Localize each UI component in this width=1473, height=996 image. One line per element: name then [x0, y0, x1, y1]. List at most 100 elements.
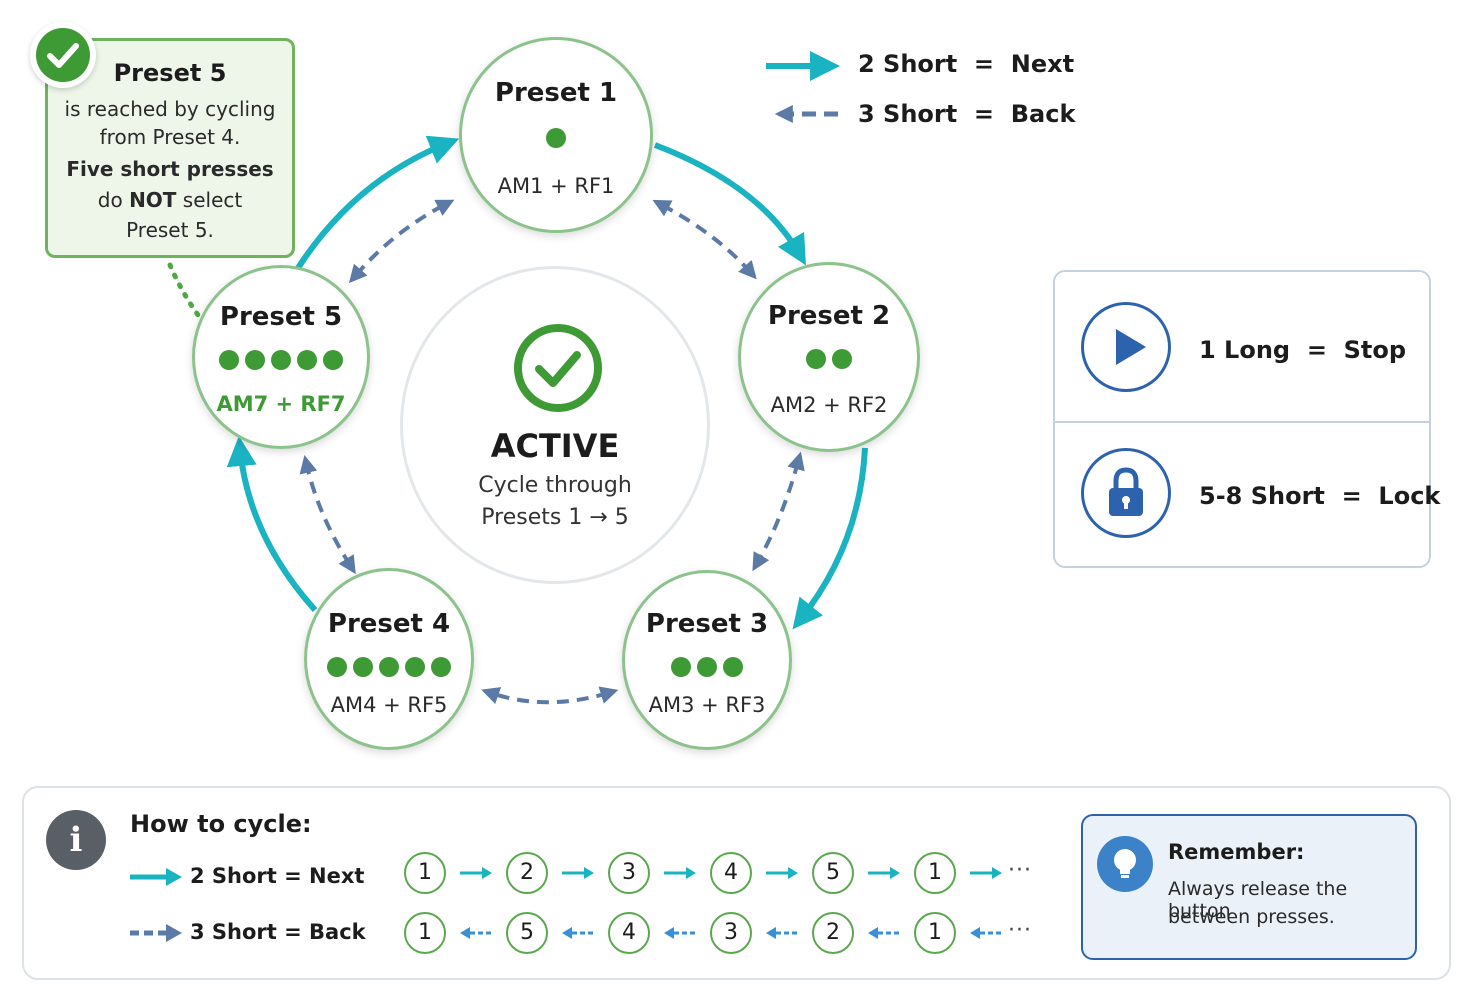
preset-dot [245, 350, 265, 370]
preset-dot [353, 657, 373, 677]
how-back-arrow [130, 924, 182, 942]
preset-dot [431, 657, 451, 677]
remember-title: Remember: [1168, 840, 1305, 864]
sequence-step: 5 [812, 852, 854, 894]
active-center: ACTIVE Cycle through Presets 1 → 5 [400, 266, 710, 584]
active-check-icon [514, 324, 602, 412]
preset-dot [405, 657, 425, 677]
preset-2-title: Preset 2 [767, 301, 891, 331]
preset-2-dots [741, 349, 917, 369]
remember-box: Remember: Always release the button betw… [1081, 814, 1417, 960]
info-icon: i [46, 810, 106, 870]
sequence-step: 3 [710, 912, 752, 954]
preset-dot [297, 350, 317, 370]
preset-dot [379, 657, 399, 677]
back-arrow-4-5 [299, 454, 356, 575]
preset-4-title: Preset 4 [327, 609, 451, 639]
next-arrow-1-2 [653, 142, 806, 266]
active-line-2: Presets 1 → 5 [481, 505, 629, 530]
preset-dot [323, 350, 343, 370]
controls-divider [1055, 421, 1429, 423]
back-arrow-3-4 [481, 686, 619, 705]
how-next-label: 2 Short = Next [190, 864, 365, 888]
next-arrow-5-1 [295, 135, 460, 270]
how-to-cycle-panel: i How to cycle: 2 Short = Next 3 Short =… [22, 786, 1451, 980]
preset-node-1[interactable]: Preset 1 AM1 + RF1 [459, 37, 653, 233]
preset-dot [271, 350, 291, 370]
callout-title: Preset 5 [113, 59, 227, 87]
preset-dot [671, 657, 691, 677]
preset-1-combo: AM1 + RF1 [497, 174, 615, 198]
callout-line-1: is reached by cycling [64, 97, 276, 121]
preset-node-3[interactable]: Preset 3 AM3 + RF3 [622, 570, 792, 750]
callout-line-4-post: select [176, 188, 243, 212]
remember-line-1: Always release the button [1168, 878, 1348, 922]
preset-5-dots [195, 350, 367, 370]
sequence-step: 1 [404, 852, 446, 894]
sequence-step: 2 [506, 852, 548, 894]
sequence-step: 4 [710, 852, 752, 894]
callout-line-5: Preset 5. [126, 218, 214, 242]
sequence-step: 1 [914, 852, 956, 894]
sequence-back-arrow [562, 927, 594, 939]
preset-node-4[interactable]: Preset 4 AM4 + RF5 [304, 568, 474, 750]
preset-3-dots [625, 657, 789, 677]
preset-5-combo: AM7 + RF7 [216, 392, 346, 416]
lightbulb-icon [1097, 836, 1153, 892]
sequence-back-arrow [460, 927, 492, 939]
legend-back-label: 3 Short = Back [858, 100, 1076, 128]
callout-line-4-pre: do [97, 188, 130, 212]
preset-dot [219, 350, 239, 370]
preset-dot [832, 349, 852, 369]
preset-3-combo: AM3 + RF3 [648, 693, 766, 717]
sequence-step: 5 [506, 912, 548, 954]
preset-1-dots [462, 128, 650, 148]
preset-1-title: Preset 1 [494, 78, 618, 108]
preset-dot [806, 349, 826, 369]
next-arrow-2-3 [792, 447, 868, 630]
back-arrow-5-1 [348, 199, 455, 284]
controls-panel: 1 Long = Stop 5-8 Short = Lock [1053, 270, 1440, 568]
sequence-ellipsis: ··· [1008, 858, 1032, 883]
preset-2-combo: AM2 + RF2 [770, 393, 888, 417]
back-arrow-2-3 [752, 451, 805, 572]
legend-next-label: 2 Short = Next [858, 50, 1075, 78]
back-arrow-1-2 [652, 199, 757, 280]
sequence-next-arrow [766, 867, 798, 879]
active-title: ACTIVE [490, 427, 620, 465]
callout-line-4: do NOT select [48, 188, 292, 212]
callout-line-4-bold: NOT [129, 188, 177, 212]
lock-label: 5-8 Short = Lock [1199, 482, 1441, 510]
lock-icon[interactable] [1081, 448, 1171, 538]
preset-dot [697, 657, 717, 677]
preset-node-2[interactable]: Preset 2 AM2 + RF2 [738, 262, 920, 452]
preset-dot [546, 128, 566, 148]
sequence-step: 2 [812, 912, 854, 954]
how-back-label: 3 Short = Back [190, 920, 366, 944]
sequence-next-arrow [664, 867, 696, 879]
stop-label: 1 Long = Stop [1199, 336, 1407, 364]
active-line-1: Cycle through [478, 473, 632, 498]
preset-dot [327, 657, 347, 677]
sequence-step: 4 [608, 912, 650, 954]
callout-line-3: Five short presses [66, 157, 274, 181]
sequence-next-arrow [562, 867, 594, 879]
preset-4-dots [307, 657, 471, 677]
preset-4-combo: AM4 + RF5 [330, 693, 448, 717]
sequence-back-arrow [970, 927, 1002, 939]
sequence-step: 1 [914, 912, 956, 954]
preset-node-5[interactable]: Preset 5 AM7 + RF7 [192, 265, 370, 449]
how-title: How to cycle: [130, 810, 312, 838]
sequence-step: 3 [608, 852, 650, 894]
how-next-arrow [130, 868, 182, 886]
preset-5-title: Preset 5 [219, 302, 343, 332]
play-stop-icon[interactable] [1081, 302, 1171, 392]
sequence-ellipsis: ··· [1008, 918, 1032, 943]
sequence-next-arrow [970, 867, 1002, 879]
sequence-back-arrow [664, 927, 696, 939]
preset-3-title: Preset 3 [645, 609, 769, 639]
sequence-next-arrow [460, 867, 492, 879]
remember-line-2: between presses. [1168, 906, 1335, 928]
preset-dot [723, 657, 743, 677]
